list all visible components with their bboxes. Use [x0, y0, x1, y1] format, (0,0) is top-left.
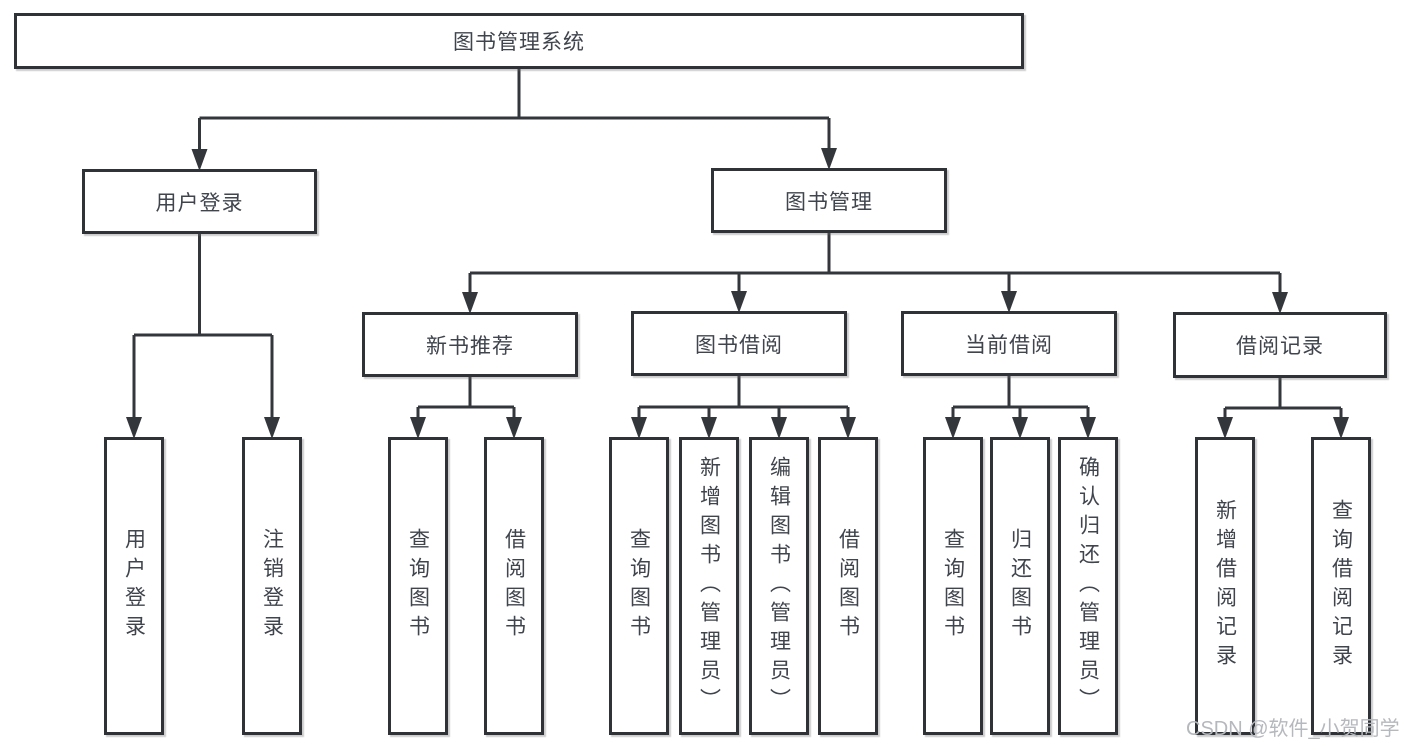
watermark: CSDN @软件_小贺同学: [1186, 718, 1400, 740]
node-label: 注销登录: [260, 528, 284, 644]
node-current-borrow: 当前借阅: [901, 311, 1117, 376]
node-label: 查询图书: [627, 528, 651, 644]
node-new-book-rec: 新书推荐: [362, 312, 578, 377]
node-ul2: 注销登录: [242, 437, 302, 735]
node-ul1: 用户登录: [104, 437, 164, 735]
node-label: 借阅图书: [502, 528, 526, 644]
node-bb4: 借阅图书: [818, 437, 878, 735]
node-label: 用户登录: [122, 528, 146, 644]
node-label: 图书管理系统: [453, 31, 585, 54]
node-label: 归还图书: [1008, 528, 1032, 644]
node-cb1: 查询图书: [923, 437, 983, 735]
node-br1: 新增借阅记录: [1195, 437, 1255, 735]
node-book-mgmt: 图书管理: [711, 168, 947, 233]
node-label: 借阅记录: [1236, 335, 1324, 358]
node-bb2: 新增图书（管理员）: [679, 437, 739, 735]
node-borrow-records: 借阅记录: [1173, 312, 1387, 378]
node-label: 确认归还（管理员）: [1076, 455, 1100, 717]
node-label: 新增借阅记录: [1213, 499, 1237, 673]
node-nb1: 查询图书: [388, 437, 448, 735]
node-label: 新增图书（管理员）: [697, 455, 721, 717]
node-label: 图书借阅: [695, 333, 783, 357]
node-cb2: 归还图书: [990, 437, 1050, 735]
node-user-login: 用户登录: [82, 169, 317, 234]
node-label: 新书推荐: [426, 334, 514, 358]
node-bb1: 查询图书: [609, 437, 669, 735]
node-label: 编辑图书（管理员）: [767, 455, 791, 717]
node-book-borrow: 图书借阅: [631, 311, 847, 376]
node-label: 借阅图书: [836, 528, 860, 644]
node-bb3: 编辑图书（管理员）: [749, 437, 809, 735]
node-label: 图书管理: [785, 190, 873, 214]
node-cb3: 确认归还（管理员）: [1058, 437, 1118, 735]
node-label: 用户登录: [155, 191, 244, 215]
node-br2: 查询借阅记录: [1311, 437, 1371, 735]
node-label: 查询借阅记录: [1329, 499, 1353, 673]
node-label: 查询图书: [406, 528, 430, 644]
node-root: 图书管理系统: [14, 13, 1024, 69]
node-label: 当前借阅: [965, 333, 1053, 357]
node-label: 查询图书: [941, 528, 965, 644]
node-nb2: 借阅图书: [484, 437, 544, 735]
